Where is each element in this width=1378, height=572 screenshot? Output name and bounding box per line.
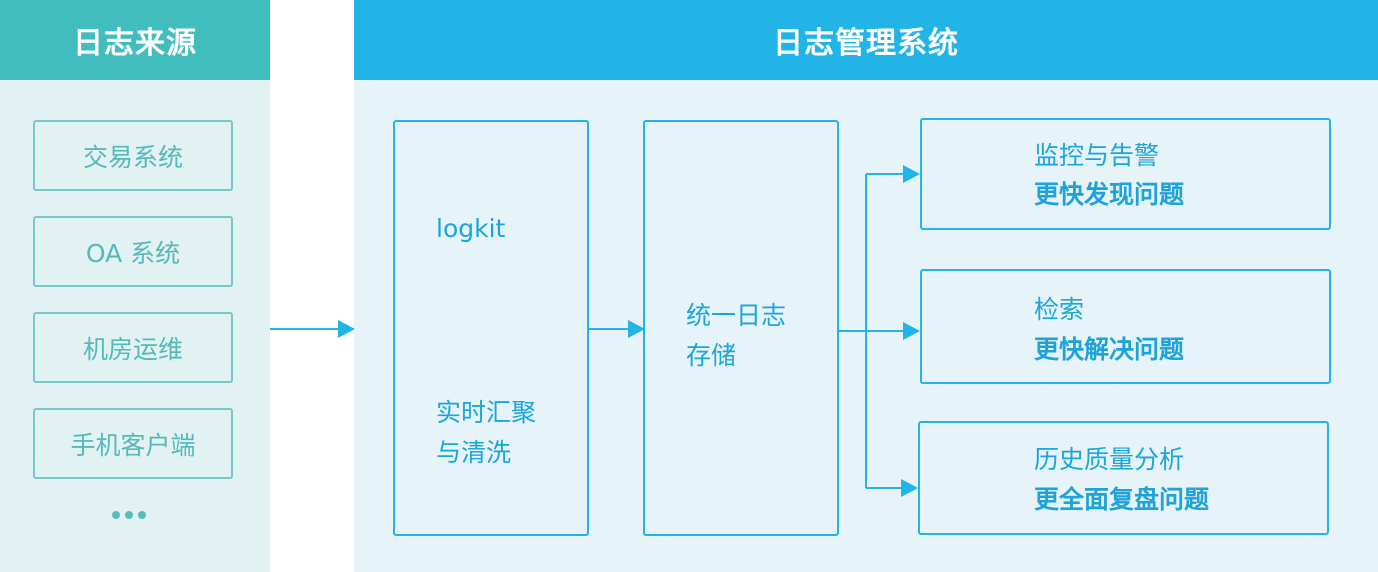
output-history-subtitle: 更全面复盘问题 — [1034, 485, 1210, 514]
arrowhead-storage — [628, 320, 645, 338]
arrowhead-search — [903, 322, 920, 340]
output-box-monitoring — [920, 118, 1331, 230]
source-mobile-client: 手机客户端 — [33, 408, 233, 479]
collect-clean-box — [393, 120, 589, 536]
output-box-search — [920, 269, 1331, 384]
ellipsis-dot — [138, 511, 146, 519]
source-trading-system: 交易系统 — [33, 120, 233, 191]
arrowhead-collect — [338, 320, 355, 338]
output-history-title: 历史质量分析 — [1034, 445, 1185, 474]
collect-tool-label: logkit — [436, 214, 506, 243]
log-management-header: 日志管理系统 — [354, 0, 1378, 80]
output-search-subtitle: 更快解决问题 — [1034, 335, 1185, 364]
arrowhead-monitoring — [903, 165, 920, 183]
unified-storage-box — [643, 120, 839, 536]
log-sources-panel: 日志来源 交易系统 OA 系统 机房运维 手机客户端 — [0, 0, 270, 572]
log-sources-header: 日志来源 — [0, 0, 270, 80]
source-oa-system: OA 系统 — [33, 216, 233, 287]
storage-label-line2: 存储 — [686, 341, 737, 370]
output-monitoring-title: 监控与告警 — [1034, 141, 1160, 170]
output-search-title: 检索 — [1034, 295, 1085, 324]
ellipsis-dot — [125, 511, 133, 519]
collect-label-line1: 实时汇聚 — [436, 398, 537, 427]
output-monitoring-subtitle: 更快发现问题 — [1034, 180, 1185, 209]
ellipsis-dot — [112, 511, 120, 519]
arrowhead-history — [901, 479, 918, 497]
source-datacenter-ops: 机房运维 — [33, 312, 233, 383]
storage-label-line1: 统一日志 — [686, 301, 787, 330]
collect-label-line2: 与清洗 — [436, 438, 512, 467]
output-box-history-analysis — [918, 421, 1329, 535]
more-sources-ellipsis — [112, 511, 146, 519]
